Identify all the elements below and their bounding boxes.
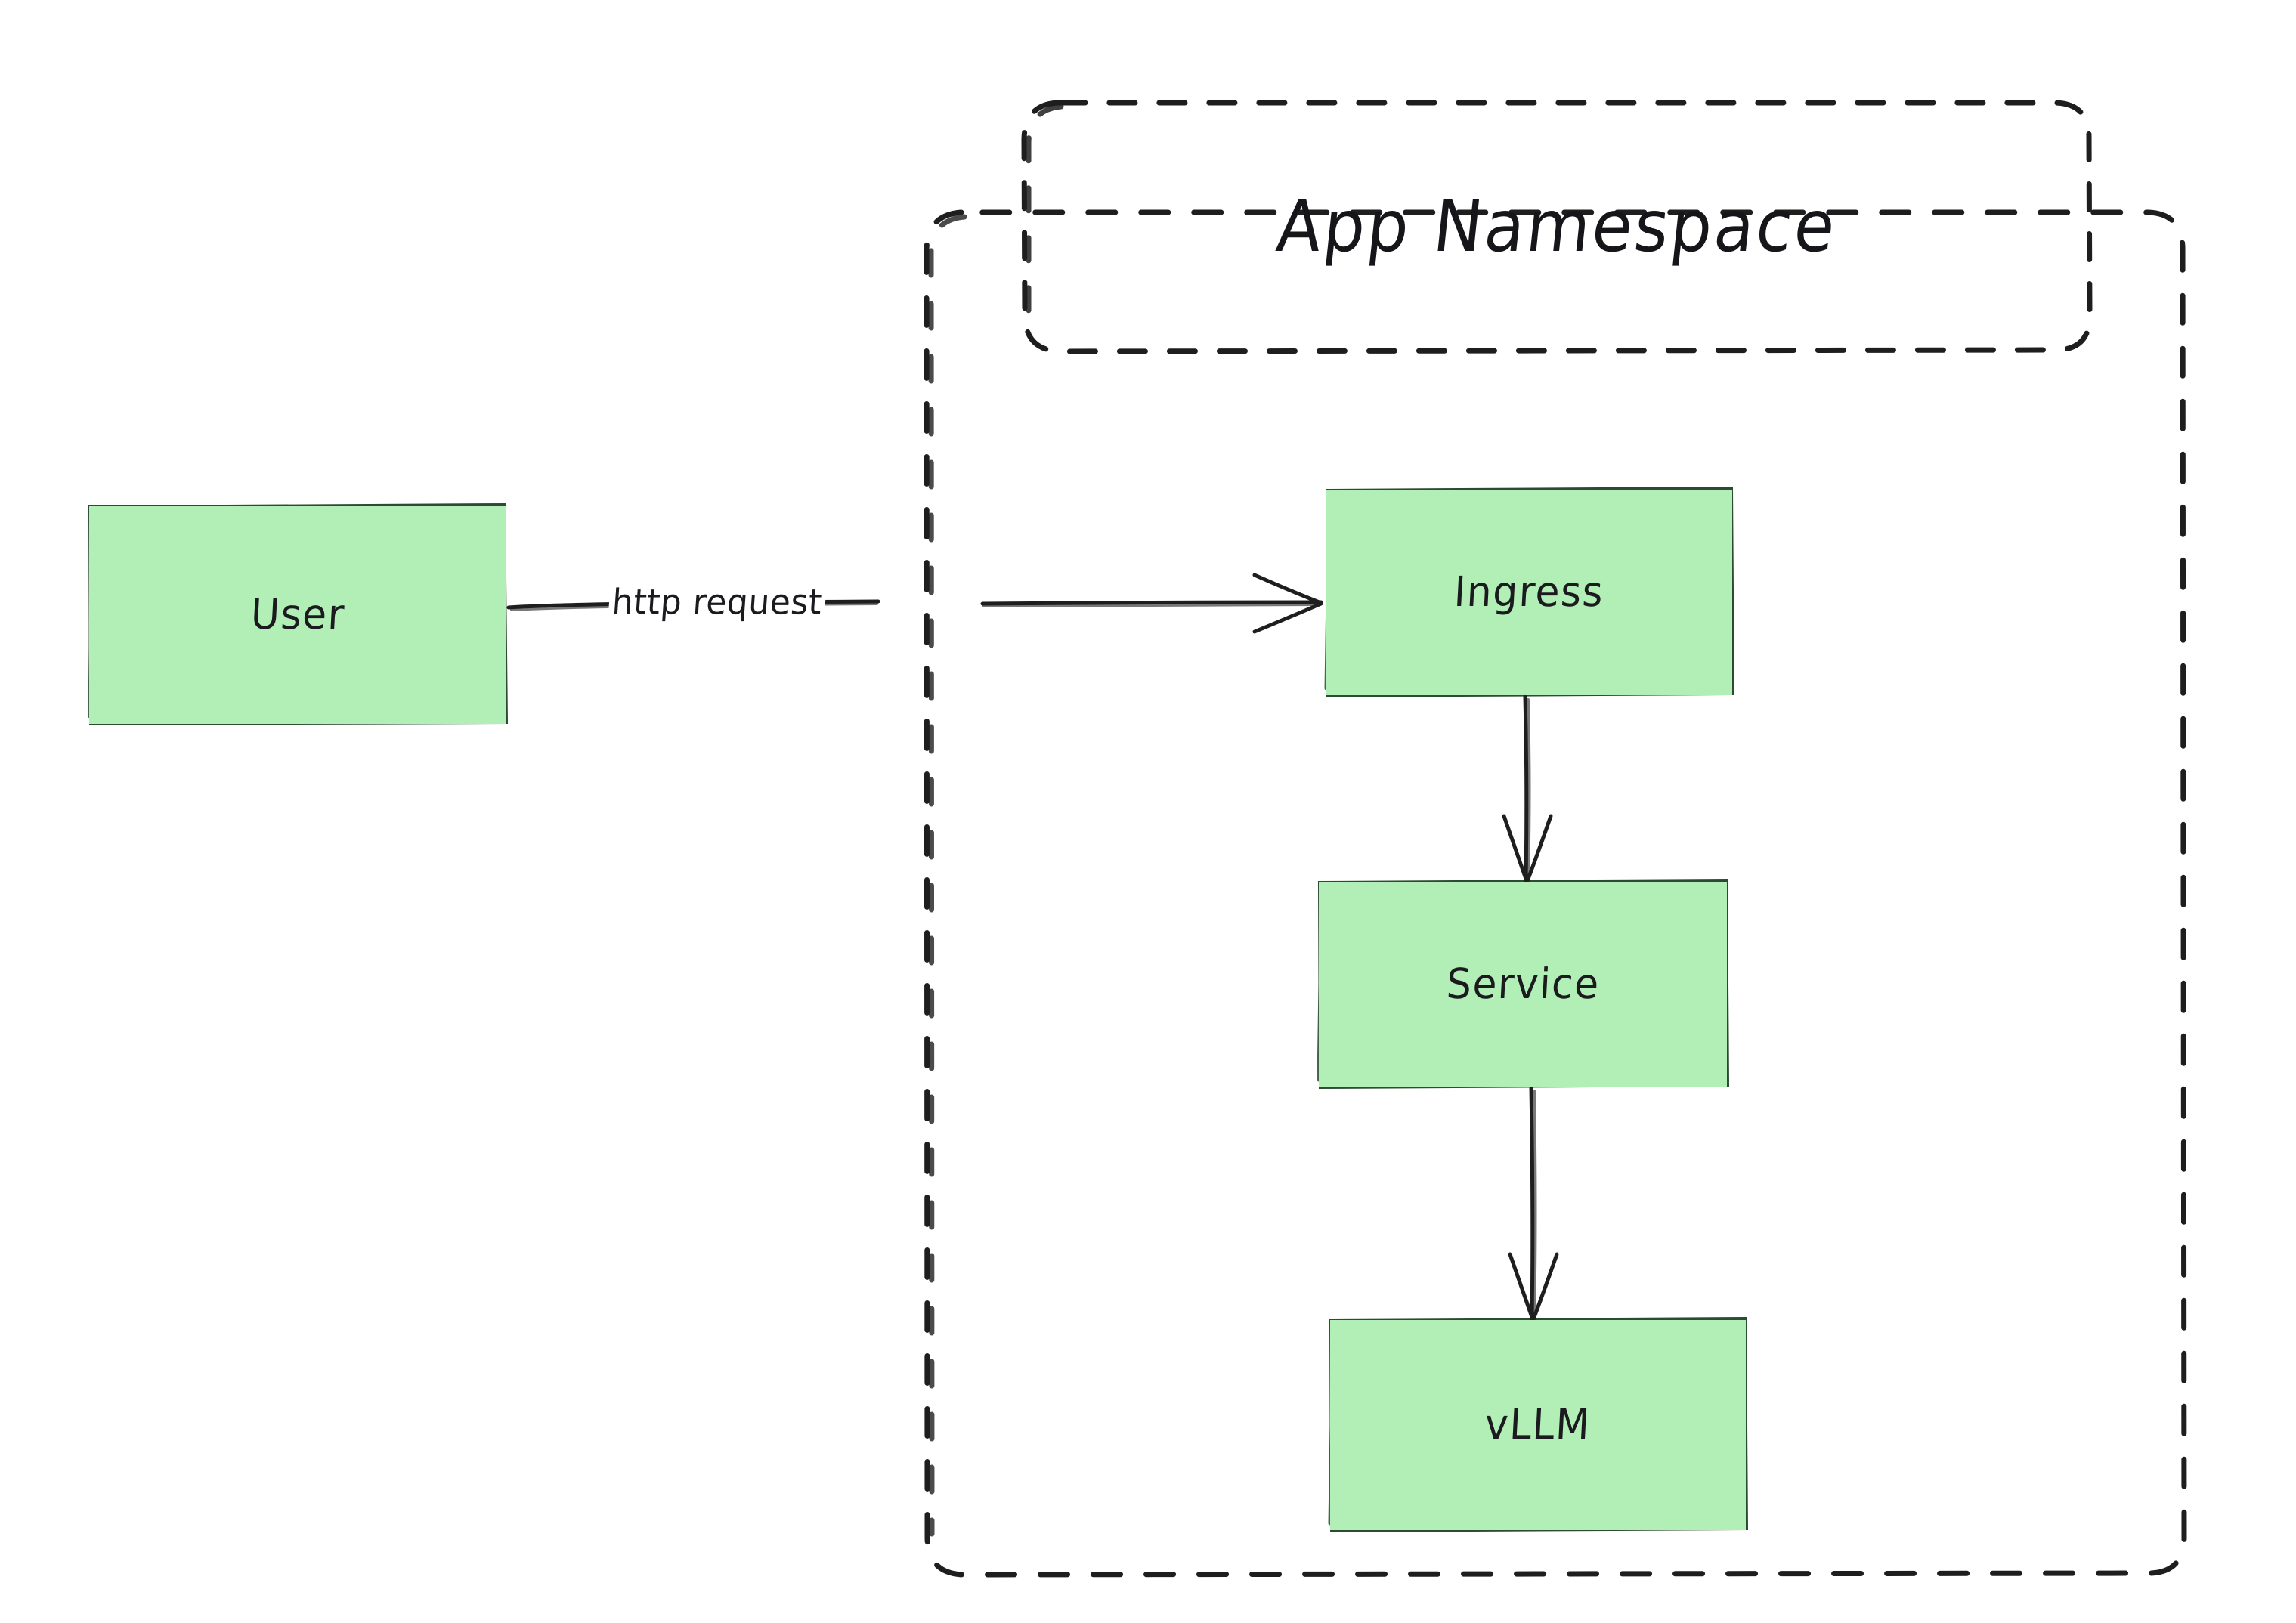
node-ingress-label: Ingress <box>1453 568 1606 617</box>
namespace-group-title: App Namespace <box>1024 102 2090 351</box>
node-vllm[interactable]: vLLM <box>1330 1320 1746 1530</box>
node-user[interactable]: User <box>89 506 506 724</box>
node-service[interactable]: Service <box>1319 882 1727 1087</box>
node-vllm-label: vLLM <box>1484 1401 1592 1449</box>
edge-user-to-ingress-hitarea[interactable] <box>509 582 1325 629</box>
edge-ingress-to-service-hitarea[interactable] <box>1504 695 1552 883</box>
namespace-title-label: App Namespace <box>1273 185 1841 268</box>
node-user-label: User <box>249 591 346 639</box>
node-ingress[interactable]: Ingress <box>1326 490 1732 695</box>
edge-service-to-vllm-hitarea[interactable] <box>1510 1087 1558 1321</box>
node-service-label: Service <box>1444 960 1601 1009</box>
